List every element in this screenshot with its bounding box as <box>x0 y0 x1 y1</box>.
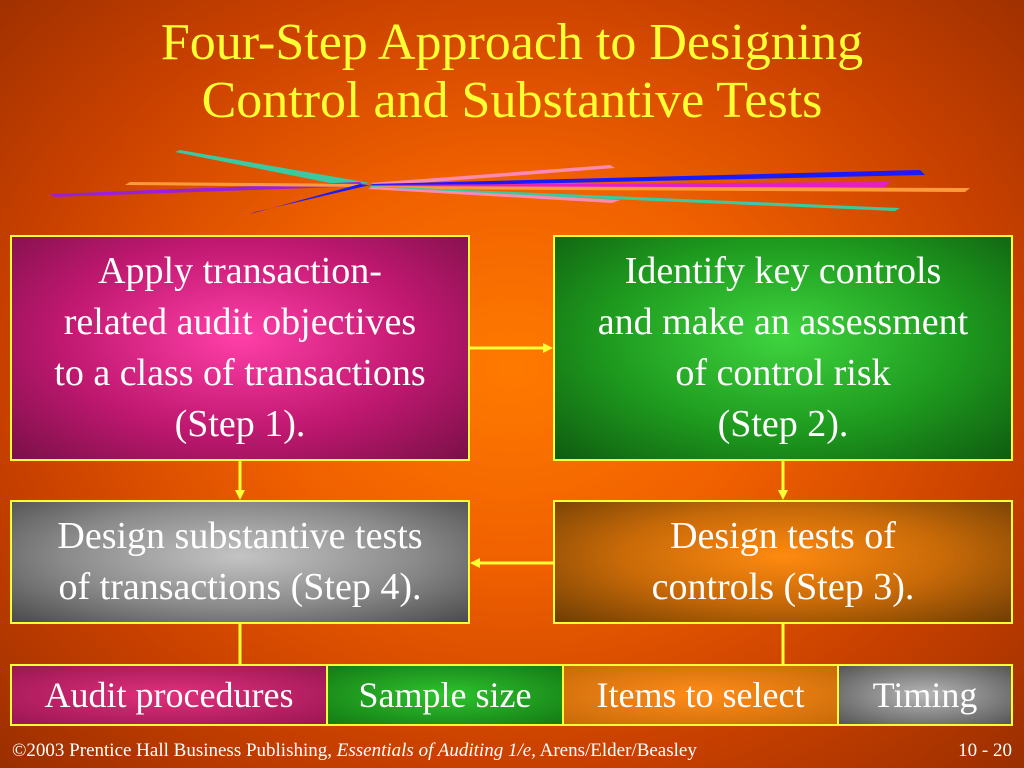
decorative-rays <box>50 150 970 214</box>
step-3-box: Design tests of controls (Step 3). <box>553 500 1013 624</box>
step-4-line-1: Design substantive tests <box>57 515 423 557</box>
step-1-line-2: related audit objectives <box>63 301 417 343</box>
step-2-line-3: of control risk <box>675 352 891 394</box>
arrowhead-step3 <box>778 490 788 500</box>
ray-blue-left <box>250 184 370 214</box>
output-sample-size: Sample size <box>328 666 564 724</box>
step-2-line-4: (Step 2). <box>717 403 849 445</box>
step-2-line-1: Identify key controls <box>624 250 942 292</box>
ray-pink-upper <box>370 165 615 186</box>
step-1-box: Apply transaction- related audit objecti… <box>10 235 470 461</box>
arrowhead-step4 <box>470 558 480 568</box>
test-design-outputs: Audit procedures Sample size Items to se… <box>10 664 1013 726</box>
ray-pink-lower <box>368 187 620 203</box>
ray-blue-right <box>370 170 925 187</box>
arrowhead-step2 <box>543 343 553 353</box>
step-3-line-1: Design tests of <box>670 515 896 557</box>
output-timing: Timing <box>839 666 1011 724</box>
step-4-box: Design substantive tests of transactions… <box>10 500 470 624</box>
ray-teal-right <box>370 186 900 211</box>
footer-credit: ©2003 Prentice Hall Business Publishing,… <box>12 740 697 762</box>
footer-authors: Arens/Elder/Beasley <box>535 740 697 761</box>
slide-footer: ©2003 Prentice Hall Business Publishing,… <box>0 738 1024 768</box>
ray-teal-upper <box>175 150 370 185</box>
slide-number: 10 - 20 <box>958 740 1012 761</box>
step-2-box: Identify key controls and make an assess… <box>553 235 1013 461</box>
ray-orange-left <box>125 182 370 187</box>
step-2-line-2: and make an assessment <box>597 301 969 343</box>
slide-title: Four-Step Approach to Designing Control … <box>0 14 1024 130</box>
output-items-to-select: Items to select <box>564 666 839 724</box>
title-line-1: Four-Step Approach to Designing <box>160 14 864 71</box>
footer-book-title: Essentials of Auditing 1/e, <box>336 740 536 761</box>
arrowhead-step4-top <box>235 490 245 500</box>
output-audit-procedures: Audit procedures <box>12 666 328 724</box>
step-1-line-4: (Step 1). <box>174 403 306 445</box>
step-1-line-1: Apply transaction- <box>98 250 382 292</box>
footer-copyright: ©2003 Prentice Hall Business Publishing, <box>12 740 337 761</box>
title-line-2: Control and Substantive Tests <box>201 72 823 129</box>
step-1-line-3: to a class of transactions <box>54 352 426 394</box>
step-3-line-2: controls (Step 3). <box>651 566 915 608</box>
step-4-line-2: of transactions (Step 4). <box>58 566 422 608</box>
ray-orange-right <box>370 186 970 192</box>
